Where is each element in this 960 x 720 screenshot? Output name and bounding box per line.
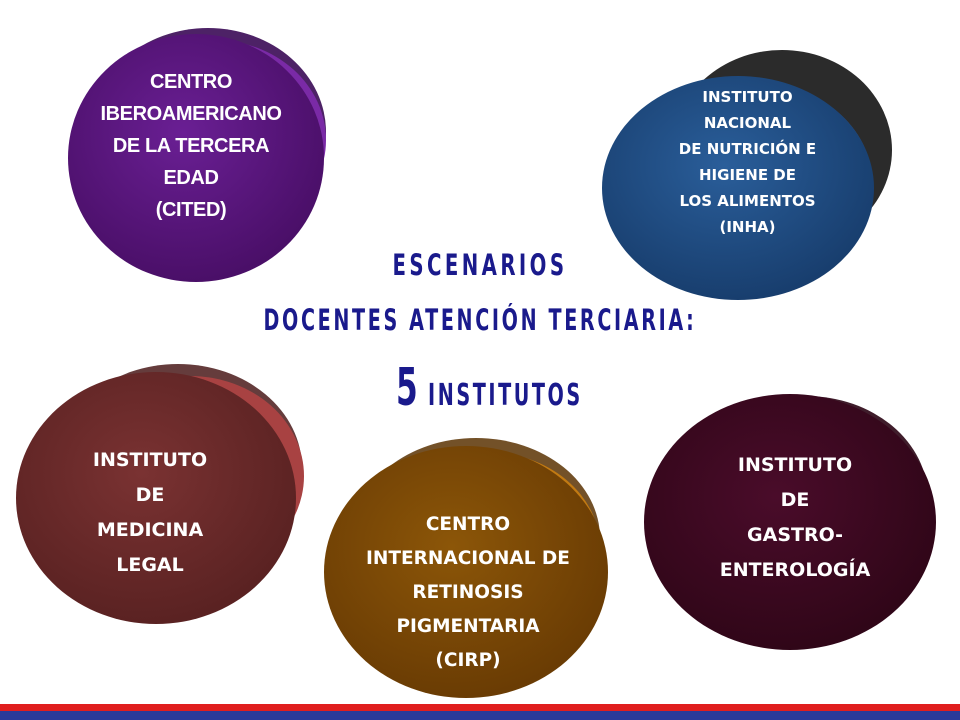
cirp-label: CENTRO INTERNACIONAL DE RETINOSIS PIGMEN… [366, 514, 570, 671]
heading-docentes: DOCENTES ATENCIÓN TERCIARIA: [263, 303, 697, 337]
footer-bar-red [0, 704, 960, 711]
inha-label: INSTITUTO NACIONAL DE NUTRICIÓN E HIGIEN… [678, 88, 817, 236]
heading-number: 5 [396, 358, 418, 418]
gastro-label: INSTITUTO DE GASTRO- ENTEROLOGÍA [719, 454, 871, 581]
heading-institutos: INSTITUTOS [428, 378, 583, 413]
heading-escenarios: ESCENARIOS [392, 248, 568, 282]
medicina-legal-label: INSTITUTO DE MEDICINA LEGAL [92, 449, 208, 576]
cited-label: CENTRO IBEROAMERICANO DE LA TERCERA EDAD… [100, 71, 282, 221]
footer-bar-blue [0, 711, 960, 720]
